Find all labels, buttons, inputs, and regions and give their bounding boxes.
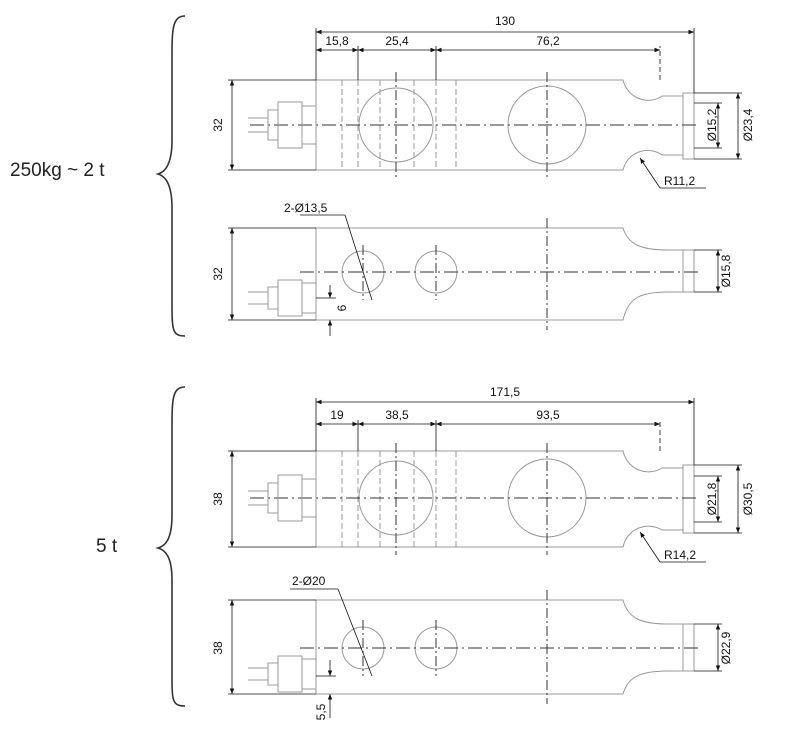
dim-dia-outer-5t: Ø30,5 bbox=[741, 482, 755, 515]
dimensions-top-2t bbox=[228, 28, 742, 189]
dim-seg3-5t: 93,5 bbox=[536, 408, 560, 422]
dim-holes: 2-Ø13,5 bbox=[284, 201, 328, 215]
dim-offset-5t: 5,5 bbox=[314, 703, 328, 720]
load-cell-top-view-2t bbox=[248, 72, 700, 178]
dim-dia-end-5t: Ø22,9 bbox=[719, 631, 733, 664]
dimensions-top-5t bbox=[228, 398, 742, 563]
dim-side-height: 32 bbox=[211, 267, 225, 281]
dim-seg2: 25,4 bbox=[385, 34, 409, 48]
dim-seg1-5t: 19 bbox=[330, 408, 344, 422]
dim-radius: R11,2 bbox=[664, 174, 695, 188]
dim-seg3: 76,2 bbox=[536, 34, 560, 48]
dim-seg2-5t: 38,5 bbox=[385, 408, 409, 422]
dim-seg1: 15,8 bbox=[325, 34, 349, 48]
load-cell-side-view-5t bbox=[248, 590, 700, 704]
dim-dia-end: Ø15,8 bbox=[719, 254, 733, 287]
dim-overall-length-5t: 171,5 bbox=[490, 385, 520, 399]
dimensions-side-2t bbox=[228, 214, 722, 336]
load-cell-top-view-5t bbox=[248, 443, 700, 555]
brace-group-2 bbox=[155, 386, 186, 707]
group-label-5t: 5 t bbox=[96, 536, 118, 557]
dim-side-height-5t: 38 bbox=[211, 641, 225, 655]
dim-dia-inner: Ø15,2 bbox=[705, 108, 719, 141]
load-cell-side-view-2t bbox=[248, 218, 700, 330]
dim-dia-inner-5t: Ø21,8 bbox=[705, 482, 719, 515]
dim-height: 32 bbox=[211, 118, 225, 132]
dim-dia-outer: Ø23,4 bbox=[741, 108, 755, 141]
group-label-2t: 250kg ~ 2 t bbox=[10, 160, 105, 181]
dim-holes-5t: 2-Ø20 bbox=[292, 574, 326, 588]
brace-group-1 bbox=[155, 15, 186, 337]
dim-overall-length: 130 bbox=[495, 14, 515, 28]
dim-offset: 6 bbox=[335, 304, 349, 311]
dimensions-side-5t bbox=[228, 588, 722, 718]
dim-radius-5t: R14,2 bbox=[664, 548, 696, 562]
dim-height-5t: 38 bbox=[211, 492, 225, 506]
